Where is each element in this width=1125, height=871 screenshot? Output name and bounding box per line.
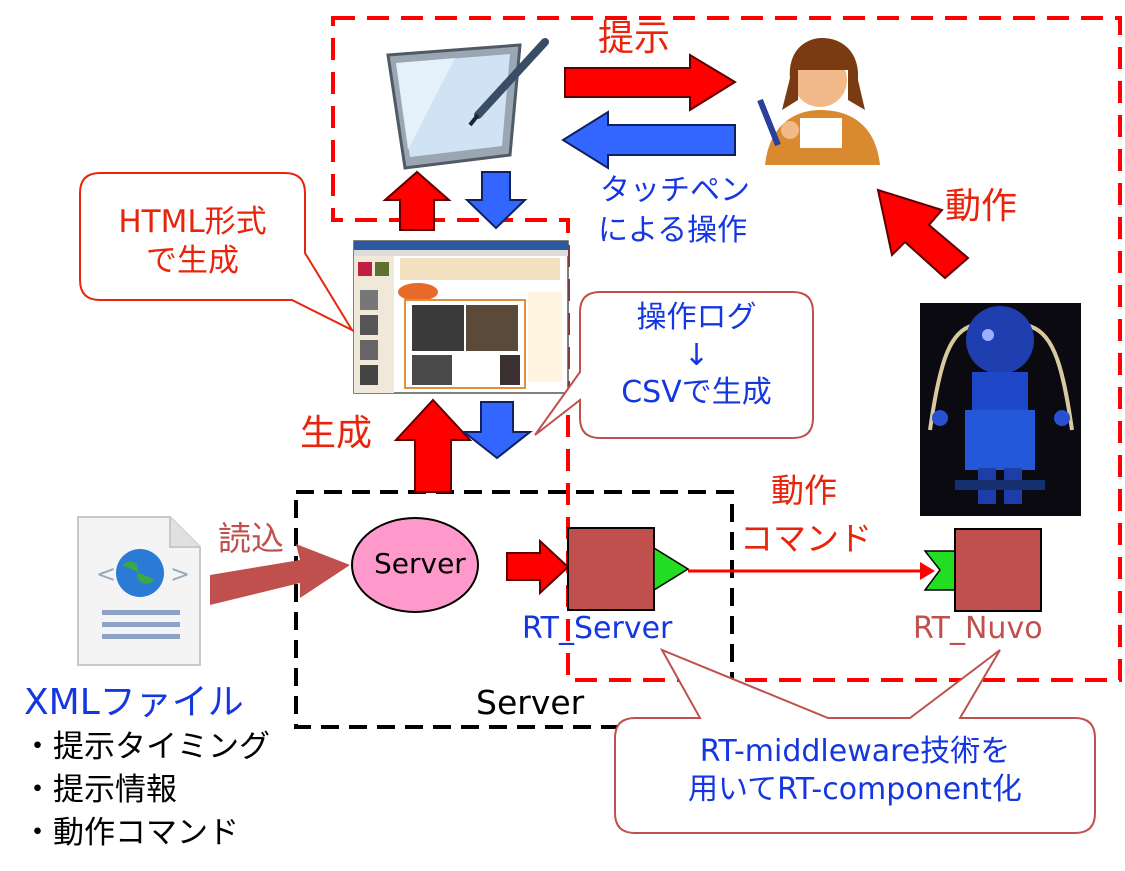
rt-server-box	[567, 527, 655, 611]
read-arrow	[210, 544, 350, 605]
callout-html-shape	[79, 172, 355, 333]
xml-title: XMLファイル	[24, 682, 244, 723]
callout-rt-line1: RT-middleware技術を	[699, 734, 1011, 769]
down-arrow-bottom	[461, 401, 533, 460]
xml-item: ・提示情報	[22, 772, 177, 808]
server-to-rt-arrow	[506, 538, 570, 596]
webpage-screenshot	[353, 240, 569, 394]
callout-html-line1: HTML形式	[118, 204, 267, 240]
command-label-line2: コマンド	[740, 519, 872, 558]
present-label: 提示	[598, 18, 671, 59]
generate-arrow	[393, 398, 473, 493]
command-arrowhead	[920, 562, 935, 580]
robot-service-region	[331, 16, 1122, 682]
callout-rt: RT-middleware技術を 用いてRT-component化	[615, 733, 1095, 808]
touch-label-line1: タッチペン	[600, 173, 750, 208]
touch-label-line2: による操作	[598, 213, 748, 248]
down-arrow-top	[464, 171, 528, 230]
xml-file-icon: < >	[77, 516, 201, 666]
server-box-label: Server	[476, 683, 585, 722]
rt-server-port	[653, 546, 690, 592]
server-ellipse-label: Server	[374, 547, 466, 580]
svg-text:>: >	[170, 560, 190, 588]
rt-nuvo-port	[923, 550, 958, 591]
action-label: 動作	[945, 186, 1018, 227]
read-label: 読込	[218, 519, 284, 558]
rt-nuvo-label: RT_Nuvo	[913, 611, 1043, 646]
callout-log-shape	[534, 291, 814, 439]
server-ellipse	[351, 517, 479, 613]
callout-log-arrow: ↓	[683, 337, 710, 373]
up-arrow-top	[382, 170, 452, 231]
rt-nuvo-box	[954, 528, 1042, 612]
xml-item: ・動作コマンド	[22, 815, 239, 851]
robot-image	[920, 303, 1081, 516]
present-arrow	[564, 53, 737, 112]
callout-rt-line2: 用いてRT-component化	[688, 771, 1022, 807]
person-icon	[757, 38, 880, 165]
callout-log: 操作ログ ↓ CSVで生成	[580, 299, 813, 412]
action-arrow	[876, 188, 970, 280]
xml-item: ・提示タイミング	[22, 729, 270, 765]
command-label-line1: 動作	[771, 471, 837, 510]
svg-text:<: <	[96, 560, 116, 588]
callout-rt-shape	[614, 647, 1096, 834]
callout-log-line1: 操作ログ	[636, 300, 757, 335]
callout-html-line2: で生成	[146, 242, 239, 279]
callout-html: HTML形式 で生成	[80, 203, 305, 281]
callout-log-line2: CSVで生成	[621, 375, 772, 410]
touch-arrow	[561, 110, 736, 170]
tablet-icon	[386, 38, 549, 170]
rt-server-label: RT_Server	[522, 611, 673, 646]
generate-label: 生成	[300, 413, 373, 454]
